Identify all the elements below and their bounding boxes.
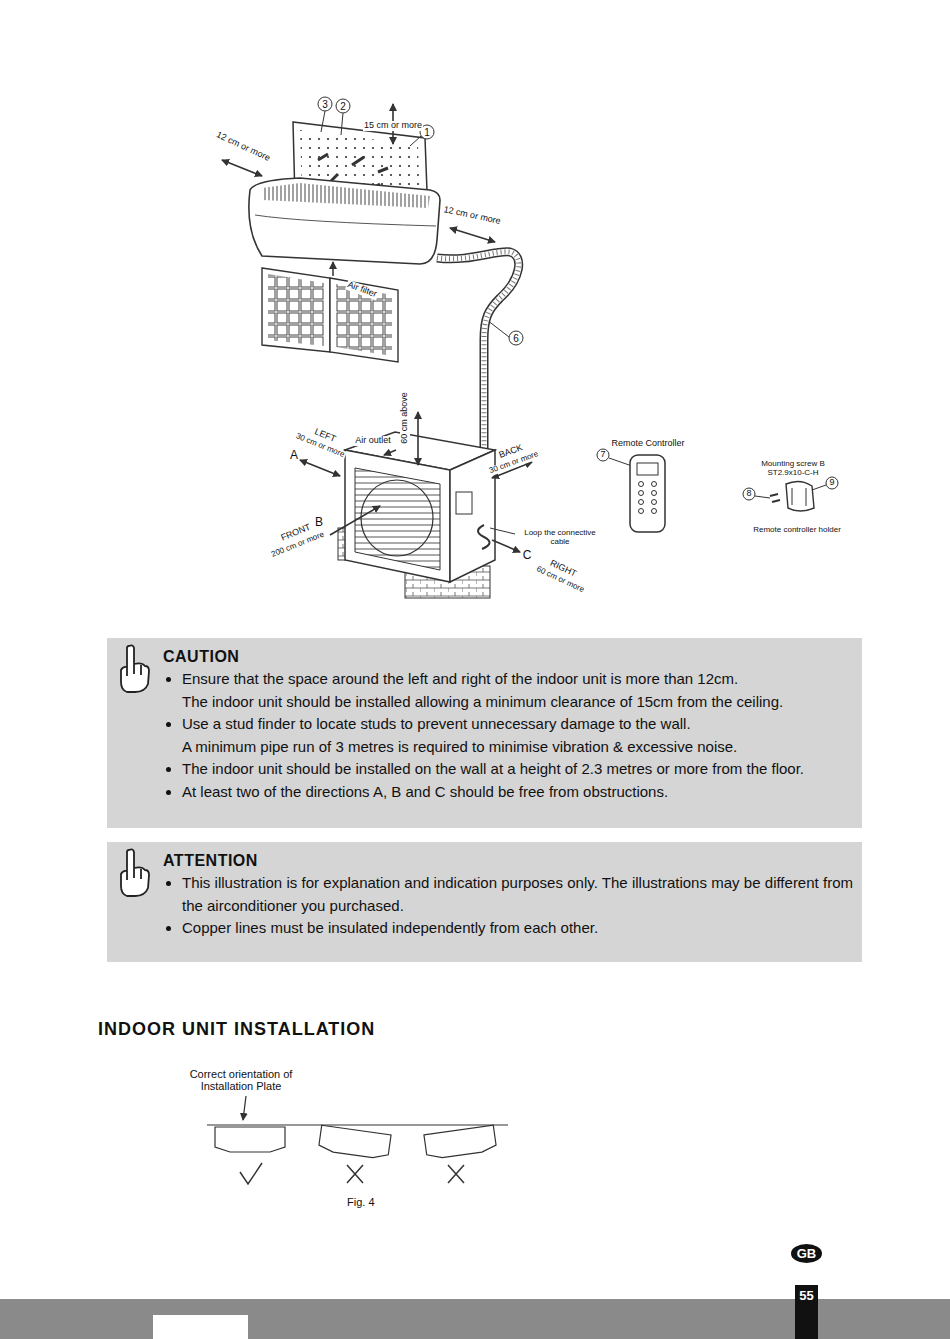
dimension-label: Air outlet bbox=[354, 436, 392, 446]
panel-heading: ATTENTION bbox=[163, 850, 853, 872]
text: The indoor unit should be installed allo… bbox=[182, 693, 783, 710]
bullet-continuation: The indoor unit should be installed allo… bbox=[163, 691, 853, 714]
dimension-label: 12 cm or more bbox=[214, 130, 273, 164]
remote-holder bbox=[770, 481, 814, 511]
bullet-dot bbox=[166, 722, 171, 727]
dimension-label: 60 cm above bbox=[400, 391, 410, 445]
bullet-item: This illustration is for explanation and… bbox=[163, 872, 853, 917]
callout-circles bbox=[318, 97, 838, 500]
text: 55 bbox=[799, 1288, 813, 1303]
text: A minimum pipe run of 3 metres is requir… bbox=[182, 738, 737, 755]
badge-text: 55 bbox=[799, 1288, 813, 1303]
text: ATTENTION bbox=[163, 852, 258, 869]
callout-number: 7 bbox=[600, 450, 605, 460]
pointing-hand-icon bbox=[115, 644, 151, 696]
figure-caption: Fig. 4 bbox=[347, 1196, 375, 1208]
dimension-label: Correct orientation of Installation Plat… bbox=[175, 1068, 307, 1092]
text: Copper lines must be insulated independe… bbox=[182, 919, 598, 936]
bullet-item: Use a stud finder to locate studs to pre… bbox=[163, 713, 853, 736]
dimension-label: Mounting screw B bbox=[760, 460, 826, 469]
dimension-label: A bbox=[289, 449, 299, 462]
text: GB bbox=[797, 1246, 817, 1261]
badge-text: GB bbox=[797, 1246, 817, 1261]
text: This illustration is for explanation and… bbox=[182, 874, 853, 914]
page-number-box: 55 bbox=[795, 1285, 818, 1339]
callout-number: 1 bbox=[424, 127, 430, 138]
text: At least two of the directions A, B and … bbox=[182, 783, 668, 800]
dimension-label: C bbox=[522, 549, 533, 562]
dimension-label: Remote controller holder bbox=[752, 526, 842, 535]
text: The indoor unit should be installed on t… bbox=[182, 760, 804, 777]
pointing-hand-icon bbox=[115, 848, 151, 900]
callout-number: 8 bbox=[746, 489, 751, 499]
bullet-item: Ensure that the space around the left an… bbox=[163, 668, 853, 691]
dimension-label: 15 cm or more bbox=[363, 121, 423, 131]
dimension-label: Remote Controller bbox=[610, 439, 685, 449]
language-badge: GB bbox=[791, 1244, 822, 1263]
callout-number: 9 bbox=[829, 478, 834, 488]
bullet-item: The indoor unit should be installed on t… bbox=[163, 758, 853, 781]
bullet-dot bbox=[166, 790, 171, 795]
panel-heading: CAUTION bbox=[163, 646, 853, 668]
dimension-label: 12 cm or more bbox=[442, 205, 503, 227]
bullet-dot bbox=[166, 881, 171, 886]
text: Use a stud finder to locate studs to pre… bbox=[182, 715, 691, 732]
callout-number: 2 bbox=[340, 101, 346, 112]
callout-number: 6 bbox=[513, 333, 519, 344]
callout-number: 3 bbox=[322, 99, 328, 110]
bullet-item: Copper lines must be insulated independe… bbox=[163, 917, 853, 940]
text: Ensure that the space around the left an… bbox=[182, 670, 738, 687]
remote-controller bbox=[630, 455, 665, 532]
dimension-label: Loop the connective cable bbox=[519, 529, 601, 547]
bullet-dot bbox=[166, 926, 171, 931]
bullet-item: At least two of the directions A, B and … bbox=[163, 781, 853, 804]
air-filter bbox=[262, 262, 398, 362]
bullet-dot bbox=[166, 677, 171, 682]
dimension-label: Air filter bbox=[345, 280, 379, 300]
note-panel: ATTENTION This illustration is for explan… bbox=[107, 842, 862, 962]
bullet-dot bbox=[166, 767, 171, 772]
note-panel: CAUTION Ensure that the space around the … bbox=[107, 638, 862, 828]
outdoor-clearance-arrows bbox=[300, 412, 532, 552]
fig4-plates bbox=[207, 1096, 508, 1184]
dimension-label: ST2.9x10-C-H bbox=[766, 469, 819, 478]
dimension-label: B bbox=[314, 516, 324, 529]
bullet-continuation: A minimum pipe run of 3 metres is requir… bbox=[163, 736, 853, 759]
indoor-unit bbox=[249, 178, 440, 264]
text: CAUTION bbox=[163, 648, 239, 665]
section-title: INDOOR UNIT INSTALLATION bbox=[98, 1019, 375, 1040]
